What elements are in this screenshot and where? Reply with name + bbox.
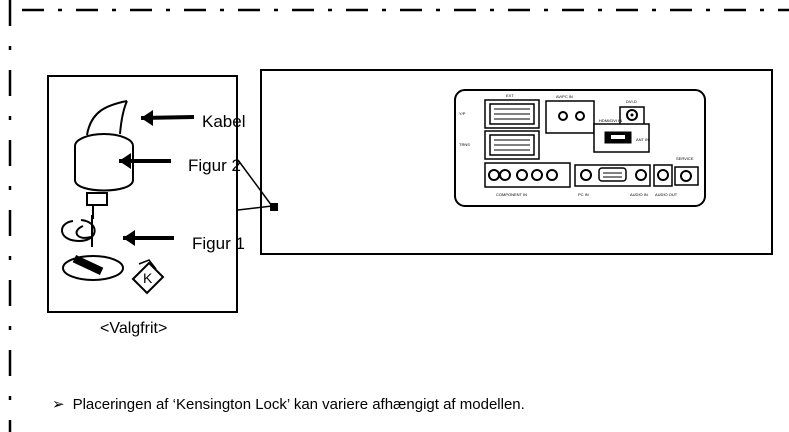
tv-audio-out-label: AUDIO OUT — [655, 192, 678, 197]
tv-dvi-label: DVI-D — [626, 99, 637, 104]
tv-left-label-2: TRNS — [459, 142, 470, 147]
tv-rear-panel: EXT Y/P TRNS AV/PC IN DVI-D HDMI/DVI IN … — [260, 69, 773, 255]
figure-1-label: Figur 1 — [192, 234, 245, 253]
tv-service-label: SERVICE — [676, 156, 694, 161]
tv-top-label: EXT — [506, 93, 514, 98]
figure-2-label: Figur 2 — [188, 156, 241, 175]
tv-small-label: ANT IN — [636, 137, 649, 142]
kensington-lock-illustration: K — [61, 100, 195, 295]
tv-hdmi-label: HDMI/DVI IN — [599, 118, 622, 123]
arrow-bullet-icon: ➢ — [52, 396, 65, 413]
tv-audio-label: AUDIO IN — [630, 192, 648, 197]
tv-pc-label: PC IN — [578, 192, 589, 197]
model-note: ➢ Placeringen af ‘Kensington Lock’ kan va… — [52, 395, 525, 413]
tv-connector-panel: EXT Y/P TRNS AV/PC IN DVI-D HDMI/DVI IN … — [454, 89, 706, 207]
kensington-lock-figure-panel: K Kabel Figur 2 Figur 1 — [47, 75, 245, 313]
optional-caption: <Valgfrit> — [100, 320, 168, 337]
tv-left-label-1: Y/P — [459, 111, 466, 116]
cable-label: Kabel — [202, 112, 246, 131]
svg-text:K: K — [143, 270, 153, 286]
tv-mid-top-label: AV/PC IN — [556, 94, 573, 99]
tv-component-label: COMPONENT IN — [496, 192, 527, 197]
note-text: Placeringen af ‘Kensington Lock’ kan var… — [72, 396, 525, 413]
